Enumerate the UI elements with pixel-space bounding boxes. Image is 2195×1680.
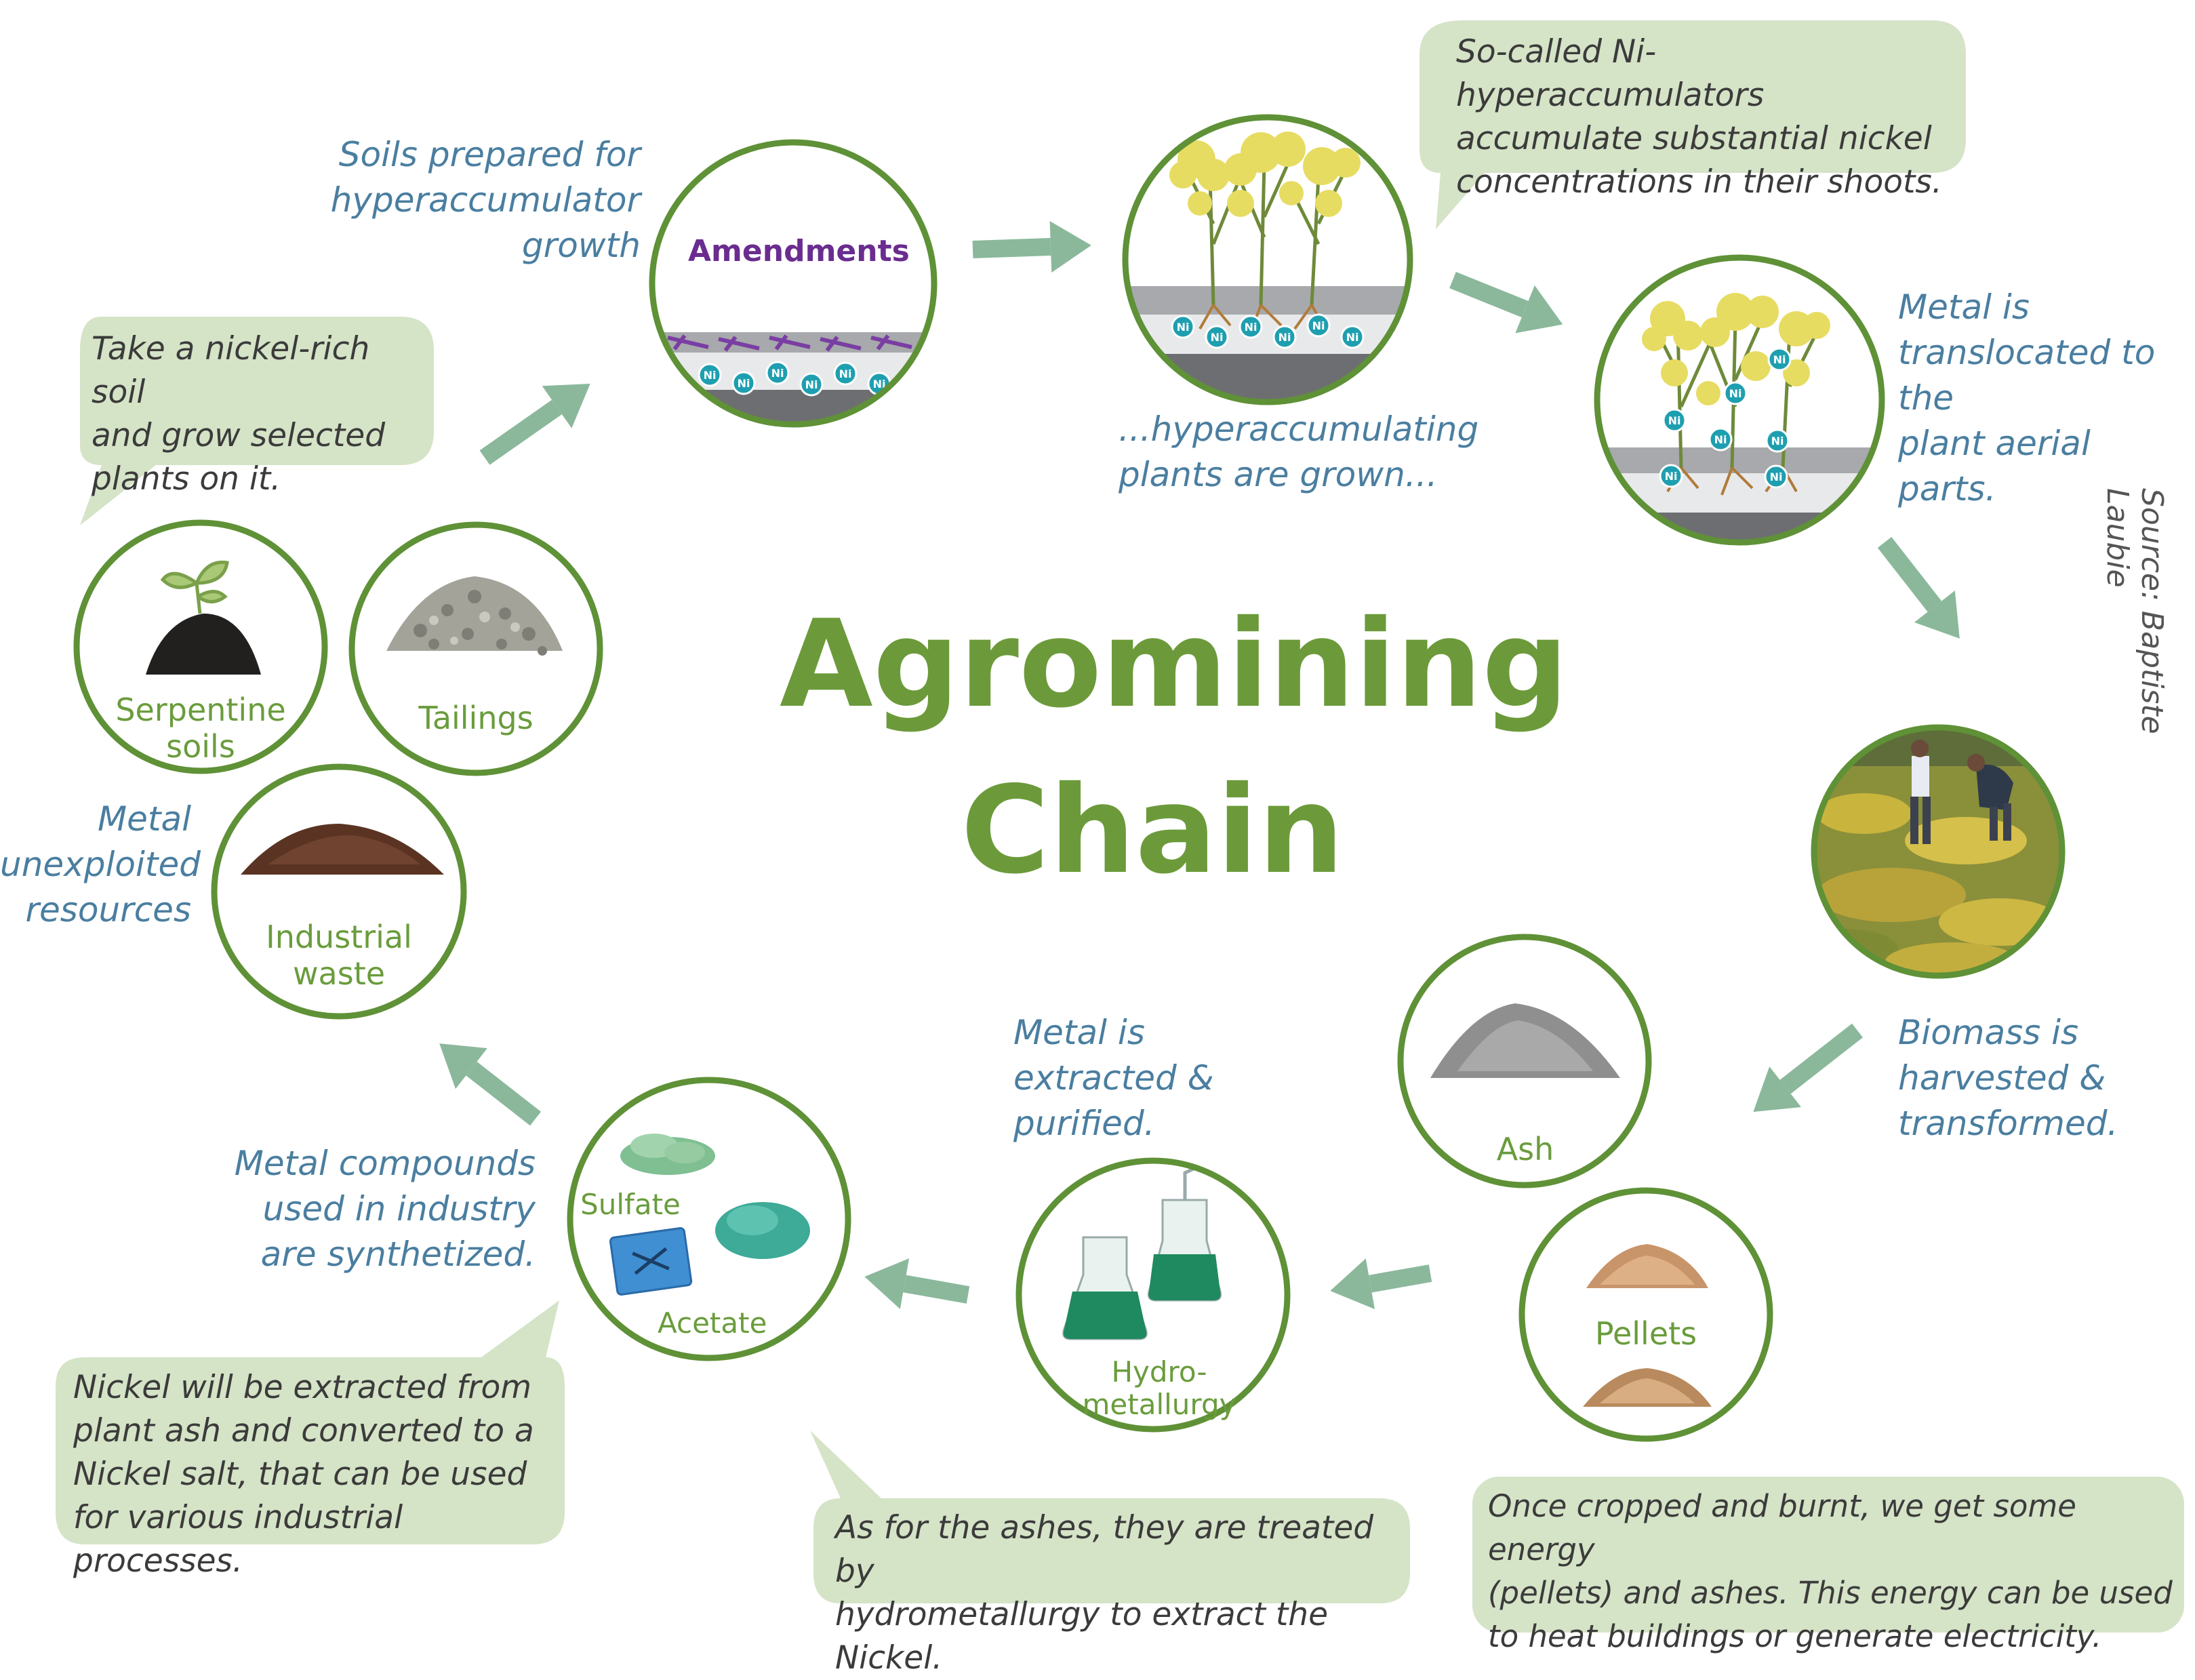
note-plants-grown: ...hyperaccumulating plants are grown...	[1119, 409, 1479, 494]
callout-take-soil: Take a nickel-rich soil and grow selecte…	[92, 330, 386, 498]
title-line-1: Agromining	[780, 594, 1569, 734]
ni-ion-icon: Ni	[1708, 427, 1733, 452]
soil-mound-icon	[146, 614, 261, 675]
flower-clusters	[1169, 132, 1361, 217]
stage-ash	[1397, 934, 1652, 1188]
ni-ion-icon: Ni	[765, 361, 790, 385]
ni-ion-icon: Ni	[1764, 464, 1788, 489]
label-amendments: Amendments	[688, 234, 910, 268]
source-credit: Source: Baptiste Laubie	[2100, 488, 2169, 734]
stage-harvest-photo	[1811, 724, 2066, 979]
svg-text:Ni: Ni	[1245, 321, 1257, 334]
note-extracted: Metal is extracted & purified.	[1013, 1013, 1214, 1143]
callout-nickel-extracted-bubble	[56, 1300, 565, 1544]
gravel-pile-icon	[386, 576, 563, 651]
svg-text:Ni: Ni	[1177, 321, 1190, 334]
flower-clusters	[1642, 293, 1830, 405]
flask-icon	[1062, 1236, 1148, 1340]
callout-take-soil-bubble	[80, 317, 434, 525]
callout-ashes-treated-bubble	[810, 1431, 1410, 1603]
flask-icon	[1148, 1161, 1222, 1302]
ni-ion-icon: Ni	[698, 363, 722, 387]
ni-ion-icon: Ni	[1723, 381, 1748, 405]
note-translocated: Metal is translocated to the plant aeria…	[1898, 287, 2156, 508]
label-hydrometallurgy: Hydro- metallurgy	[1082, 1355, 1236, 1421]
arrow-pellets-to-hydro	[1330, 1258, 1432, 1310]
callout-cropped-burnt: Once cropped and burnt, we get some ener…	[1488, 1488, 2173, 1654]
label-serpentine-soils: Serpentine soils	[115, 692, 286, 765]
arrow-salts-to-industrial	[439, 1043, 542, 1126]
amendment-particles	[667, 334, 912, 352]
flow-arrows	[439, 221, 1960, 1310]
ni-ion-icon: Ni	[1306, 313, 1331, 338]
ni-ion-icon: Ni	[1767, 347, 1792, 372]
label-pellets: Pellets	[1594, 1315, 1697, 1352]
seedling-icon	[160, 560, 229, 614]
label-ash: Ash	[1496, 1131, 1554, 1167]
catalyst-plate-icon	[609, 1227, 693, 1296]
note-unexploited: Metal unexploited resources	[0, 799, 201, 929]
note-harvested: Biomass is harvested & transformed.	[1898, 1013, 2118, 1143]
callout-cropped-burnt-bubble	[1472, 1477, 2184, 1633]
stage-hydrometallurgy	[1015, 1157, 1291, 1433]
svg-text:Ni: Ni	[771, 367, 784, 380]
ni-ion-icon: Ni	[1171, 315, 1195, 339]
svg-text:Ni: Ni	[1665, 470, 1678, 483]
stage-amendments: Ni Ni Ni Ni Ni Ni	[649, 139, 938, 428]
label-industrial-waste: Industrial waste	[266, 919, 412, 992]
callout-nickel-extracted: Nickel will be extracted from plant ash …	[73, 1369, 534, 1580]
worker-figures	[1910, 740, 2013, 844]
ni-ion-icon: Ni	[1340, 325, 1365, 349]
svg-text:Ni: Ni	[1668, 414, 1681, 427]
svg-text:Ni: Ni	[1729, 387, 1742, 400]
stage-nickel-salts	[567, 1077, 851, 1361]
stage-translocated: Ni Ni Ni Ni Ni Ni Ni	[1594, 254, 1885, 546]
svg-text:Ni: Ni	[1278, 331, 1291, 344]
label-sulfate: Sulfate	[580, 1188, 681, 1221]
svg-text:Ni: Ni	[738, 377, 750, 390]
label-acetate: Acetate	[658, 1306, 767, 1340]
stage-tailings	[348, 521, 603, 776]
svg-text:Ni: Ni	[1770, 471, 1783, 483]
arrow-hydro-to-salts	[864, 1258, 970, 1309]
ni-ion-icon: Ni	[799, 372, 824, 397]
callout-hyperaccumulators: So-called Ni-hyperaccumulators accumulat…	[1456, 33, 1942, 201]
svg-text:Ni: Ni	[1714, 433, 1727, 446]
arrow-grown-to-translocated	[1449, 271, 1563, 334]
ni-ion-icon: Ni	[1239, 315, 1263, 339]
ni-ion-icon: Ni	[833, 361, 858, 386]
svg-text:Ni: Ni	[704, 369, 717, 382]
acetate-crystals-icon	[715, 1202, 810, 1259]
sulfate-crystals-icon	[620, 1134, 715, 1175]
note-compounds: Metal compounds used in industry are syn…	[234, 1144, 536, 1274]
title-line-2: Chain	[961, 760, 1344, 900]
svg-text:Ni: Ni	[1346, 331, 1359, 344]
arrow-soil-to-amendments	[479, 384, 590, 465]
ni-ion-icon: Ni	[1659, 464, 1683, 488]
arrow-translocated-to-harvest	[1877, 536, 1960, 639]
arrow-amendments-to-grown	[972, 221, 1091, 273]
label-tailings: Tailings	[418, 700, 533, 736]
arrow-harvest-to-ash	[1753, 1023, 1864, 1113]
callout-hyperaccumulators-bubble	[1419, 20, 1966, 229]
svg-text:Ni: Ni	[1211, 331, 1224, 344]
svg-text:Ni: Ni	[873, 378, 886, 391]
ni-ion-icon: Ni	[1272, 325, 1297, 349]
svg-text:Ni: Ni	[839, 367, 852, 380]
ni-ion-icon: Ni	[1205, 325, 1229, 349]
svg-text:Ni: Ni	[1773, 353, 1786, 366]
ni-ion-icon: Ni	[1765, 428, 1790, 453]
stage-industrial-waste	[211, 763, 467, 1020]
ni-ion-icon: Ni	[1662, 408, 1687, 433]
ni-ion-icon: Ni	[731, 371, 756, 395]
svg-text:Ni: Ni	[1771, 435, 1784, 447]
stage-serpentine-soils	[73, 519, 328, 774]
note-soils-prepared: Soils prepared for hyperaccumulator grow…	[330, 135, 641, 265]
svg-text:Ni: Ni	[805, 378, 818, 391]
stage-pellets	[1518, 1187, 1773, 1442]
stage-plants-grown: Ni Ni Ni Ni Ni Ni	[1122, 114, 1413, 405]
svg-text:Ni: Ni	[1312, 319, 1325, 332]
